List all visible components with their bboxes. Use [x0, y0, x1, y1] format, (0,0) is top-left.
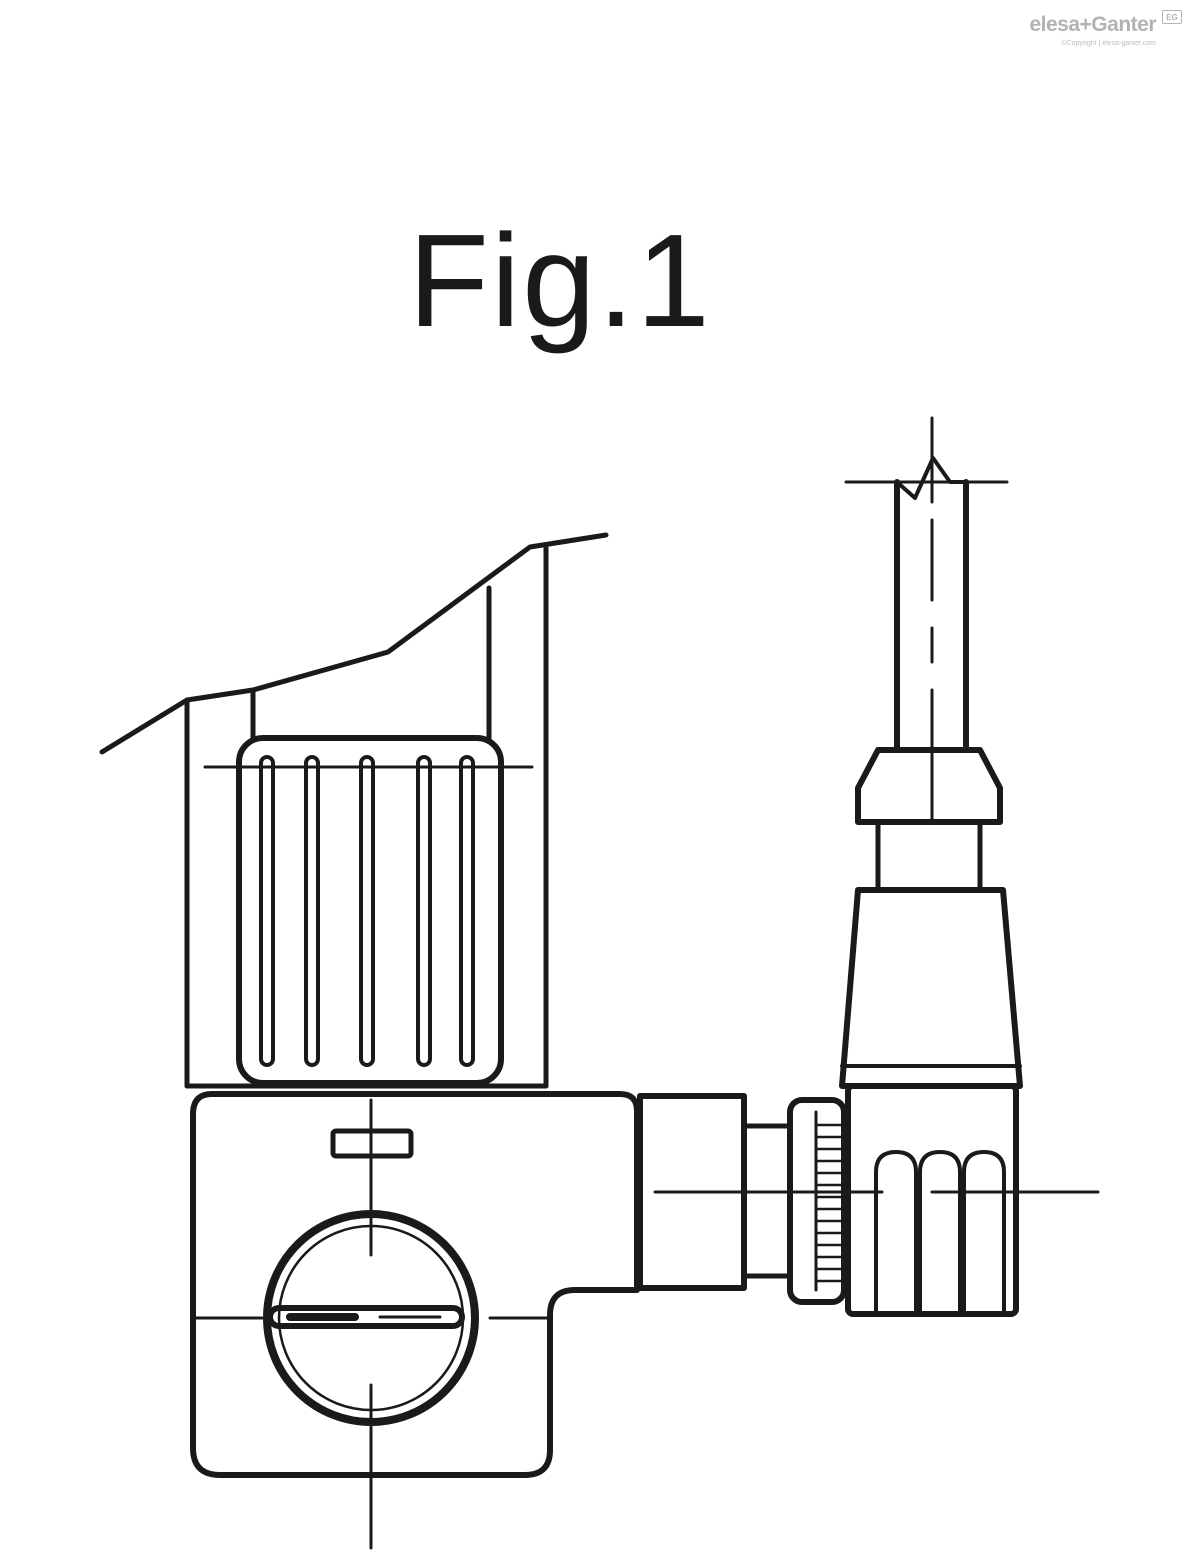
cable: [844, 456, 1009, 753]
logo-badge: EG: [1162, 10, 1182, 24]
logo-copyright: ©Copyright | elesa-ganter.com: [1061, 40, 1156, 47]
housing-centerline: [191, 1098, 550, 1550]
connector-nut: [787, 1097, 847, 1305]
brand-logo: elesa+Ganter ©Copyright | elesa-ganter.c…: [996, 8, 1186, 48]
cable-gland: [855, 747, 1003, 893]
logo-wordmark: elesa+Ganter: [1029, 13, 1156, 36]
body-break-outline: [99, 532, 609, 755]
angled-plug: [839, 887, 1023, 1317]
figure-title: Fig.1: [408, 207, 712, 354]
housing: [190, 1091, 640, 1478]
knurled-cap: [203, 735, 534, 1086]
